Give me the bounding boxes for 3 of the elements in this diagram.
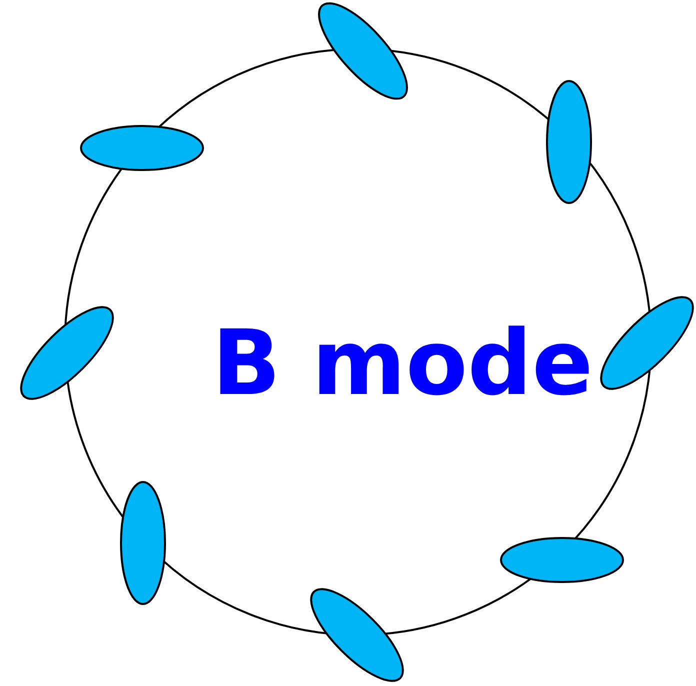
ellipse-shape [120,481,166,605]
ellipse-shape [500,537,624,583]
center-label: B mode [212,319,594,409]
